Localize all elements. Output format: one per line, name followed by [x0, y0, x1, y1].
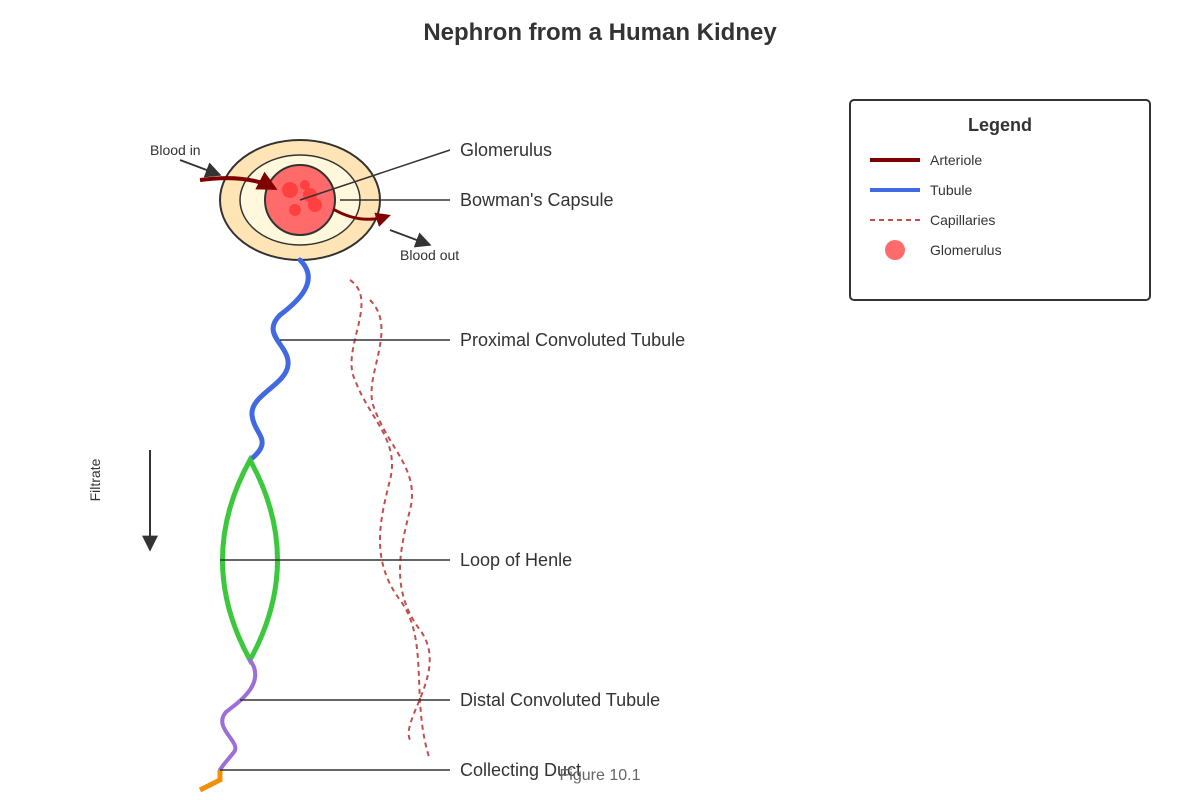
blood-out-arrow [389, 229, 432, 248]
glomerulus-dot [308, 198, 322, 212]
label-loop-of-henle: Loop of Henle [460, 550, 572, 570]
capillary [349, 279, 431, 761]
legend-arteriole-label: Arteriole [930, 152, 982, 168]
legend-title: Legend [968, 115, 1032, 135]
diagram-title: Nephron from a Human Kidney [423, 19, 777, 46]
label-proximal-tubule: Proximal Convoluted Tubule [460, 330, 685, 350]
capillary [369, 299, 431, 741]
leader-glomerulus [299, 149, 451, 201]
legend-capillaries-label: Capillaries [930, 212, 995, 228]
efferent-arteriole [332, 207, 391, 227]
distal-convoluted-tubule [218, 658, 258, 772]
glomerulus-dot [300, 180, 310, 190]
label-collecting-duct: Collecting Duct [460, 760, 581, 780]
legend-box [849, 99, 1151, 301]
figure-caption: Figure 10.1 [560, 767, 641, 784]
label-bowmans-capsule: Bowman's Capsule [460, 190, 614, 210]
filtrate-label: Filtrate [87, 458, 103, 501]
blood-out-label: Blood out [400, 247, 459, 263]
legend: Legend Arteriole Tubule Capillaries Glom… [849, 99, 1151, 301]
label-distal-tubule: Distal Convoluted Tubule [460, 690, 660, 710]
proximal-convoluted-tubule [247, 257, 311, 463]
legend-tubule-label: Tubule [930, 182, 973, 198]
legend-glomerulus-swatch [885, 240, 905, 260]
blood-in-label: Blood in [150, 142, 201, 158]
glomerulus-dot [282, 182, 298, 198]
legend-glomerulus-label: Glomerulus [930, 242, 1002, 258]
afferent-arteriole [199, 171, 278, 190]
blood-in-arrow [179, 159, 222, 178]
collecting-duct [198, 770, 223, 793]
label-glomerulus: Glomerulus [460, 140, 552, 160]
glomerulus-dot [289, 204, 301, 216]
